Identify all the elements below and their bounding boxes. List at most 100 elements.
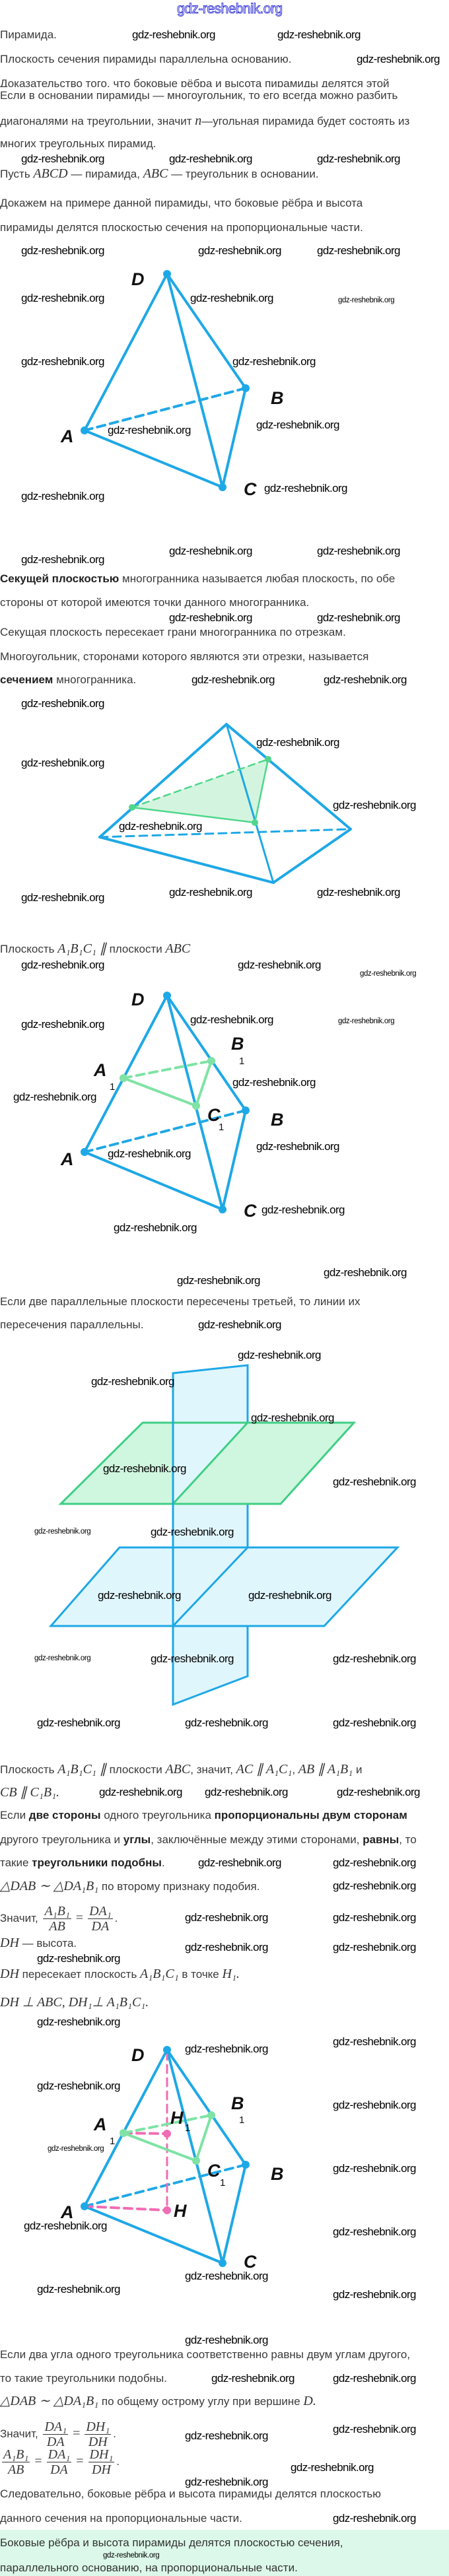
watermark: gdz-reshebnik.org bbox=[99, 1786, 182, 1798]
section-c1b1 bbox=[195, 1060, 213, 1107]
label-subscript: 1 bbox=[110, 2136, 115, 2147]
watermark: gdz-reshebnik.org bbox=[190, 1013, 273, 1026]
text: плоскости bbox=[106, 1763, 166, 1776]
text: Плоскость bbox=[0, 1763, 58, 1776]
segment-a1h1 bbox=[122, 2132, 168, 2135]
sas-line-3: такие треугольники подобны. bbox=[0, 1856, 165, 1870]
setup-line: Пусть ABCD — пирамида, ABC — треугольник… bbox=[0, 166, 319, 182]
watermark: gdz-reshebnik.org bbox=[21, 959, 104, 971]
math: A₁B₁C₁ bbox=[140, 1967, 179, 1981]
label-c1: C bbox=[207, 1105, 221, 1125]
aa-line-1: Если два угла одного треугольника соотве… bbox=[0, 2348, 411, 2361]
point-h1 bbox=[163, 2130, 171, 2138]
site-logo[interactable]: gdz-reshebnik.org bbox=[177, 1, 283, 17]
watermark: gdz-reshebnik.org bbox=[333, 1880, 416, 1892]
label-a: A bbox=[60, 2202, 74, 2222]
text: многогранника. bbox=[53, 673, 137, 686]
watermark: gdz-reshebnik.org bbox=[21, 553, 104, 566]
point-a1 bbox=[120, 1074, 127, 1082]
definition-line-1: Секущей плоскостью многогранника называе… bbox=[0, 572, 395, 586]
watermark: gdz-reshebnik.org bbox=[333, 2225, 416, 2238]
edge-da bbox=[83, 2049, 168, 2208]
conclusion-line-1: Следовательно, боковые рёбра и высота пи… bbox=[0, 2488, 381, 2500]
text: Плоскость bbox=[0, 943, 58, 955]
watermark: gdz-reshebnik.org bbox=[108, 424, 191, 436]
watermark: gdz-reshebnik.org bbox=[185, 2043, 268, 2055]
numerator: DA₁ bbox=[88, 1904, 113, 1919]
lower-intersection-line bbox=[172, 1546, 249, 1627]
segment-ah bbox=[83, 2205, 168, 2212]
bold-text: углы bbox=[123, 1833, 151, 1846]
equals: = bbox=[73, 2425, 81, 2441]
watermark: gdz-reshebnik.org bbox=[21, 355, 104, 368]
label-h: H bbox=[174, 2201, 187, 2221]
edge-apex-right bbox=[225, 723, 352, 830]
section-pyramid-figure bbox=[98, 723, 352, 884]
edge-ac bbox=[83, 2205, 224, 2264]
watermark: gdz-reshebnik.org bbox=[264, 482, 347, 494]
watermark: gdz-reshebnik.org bbox=[151, 1652, 234, 1665]
math: A₁B₁C₁ ∥ bbox=[57, 1762, 106, 1777]
edge-apex-left bbox=[98, 723, 228, 838]
watermark: gdz-reshebnik.org bbox=[91, 1375, 174, 1388]
label-c: C bbox=[244, 1201, 257, 1221]
watermark: gdz-reshebnik.org bbox=[190, 292, 273, 304]
point-a1 bbox=[120, 2129, 127, 2137]
denominator: DA bbox=[50, 2462, 68, 2477]
text: многогранника называется любая плоскость… bbox=[119, 572, 396, 585]
math: DH bbox=[0, 1967, 19, 1981]
point-c bbox=[219, 1205, 226, 1213]
watermark: gdz-reshebnik.org bbox=[261, 1203, 345, 1216]
watermark: gdz-reshebnik.org bbox=[185, 2476, 268, 2488]
section-c1b1 bbox=[195, 2114, 213, 2162]
math: ABC bbox=[143, 166, 168, 181]
watermark: gdz-reshebnik.org bbox=[256, 736, 339, 749]
watermark: gdz-reshebnik.org bbox=[205, 1786, 288, 1798]
pyramid-abcd-figure bbox=[83, 273, 247, 489]
watermark: gdz-reshebnik.org bbox=[360, 970, 417, 978]
denominator: DH bbox=[88, 2435, 108, 2449]
base-back-edge bbox=[98, 828, 352, 838]
section-fill bbox=[132, 759, 268, 823]
watermark: gdz-reshebnik.org bbox=[333, 799, 416, 811]
watermark: gdz-reshebnik.org bbox=[34, 1528, 91, 1536]
watermark: gdz-reshebnik.org bbox=[21, 1018, 104, 1031]
watermark: gdz-reshebnik.org bbox=[98, 1589, 181, 1602]
point-a bbox=[81, 426, 88, 434]
watermark: gdz-reshebnik.org bbox=[48, 2145, 104, 2153]
point-b bbox=[242, 384, 250, 392]
text: пересекает плоскость bbox=[18, 1968, 141, 1981]
definition-line-3: Секущая плоскость пересекает грани много… bbox=[0, 626, 346, 638]
math: AB ∥ A₁B₁ bbox=[298, 1762, 353, 1777]
definition-line-5: сечением многогранника. bbox=[0, 673, 136, 687]
watermark: gdz-reshebnik.org bbox=[256, 1140, 339, 1153]
section-point bbox=[265, 756, 271, 763]
consequence-line-2: CB ∥ C₁B₁. bbox=[0, 1785, 59, 1800]
watermark: gdz-reshebnik.org bbox=[333, 2288, 416, 2301]
watermark: gdz-reshebnik.org bbox=[169, 886, 252, 898]
edge-dc bbox=[166, 273, 224, 489]
page-title: Пирамида. bbox=[0, 28, 57, 41]
label-d: D bbox=[131, 990, 145, 1009]
math: D. bbox=[303, 2394, 316, 2408]
watermark: gdz-reshebnik.org bbox=[324, 1266, 407, 1279]
watermark: gdz-reshebnik.org bbox=[198, 1856, 281, 1869]
edge-db bbox=[166, 273, 247, 390]
watermark: gdz-reshebnik.org bbox=[21, 244, 104, 257]
text: Значит, bbox=[0, 2427, 42, 2440]
text: в точке bbox=[178, 1968, 223, 1981]
label-subscript: 1 bbox=[185, 2122, 190, 2134]
point-c1 bbox=[192, 2157, 200, 2165]
text: —угольная пирамида будет состоять из bbox=[201, 115, 410, 127]
watermark: gdz-reshebnik.org bbox=[21, 153, 104, 165]
denominator: AB bbox=[49, 1919, 65, 1934]
watermark: gdz-reshebnik.org bbox=[333, 1856, 416, 1869]
math: CB ∥ C₁B₁. bbox=[0, 1785, 60, 1800]
label-subscript: 1 bbox=[239, 2115, 244, 2126]
point-c bbox=[219, 2259, 226, 2267]
watermark: gdz-reshebnik.org bbox=[24, 2220, 107, 2232]
